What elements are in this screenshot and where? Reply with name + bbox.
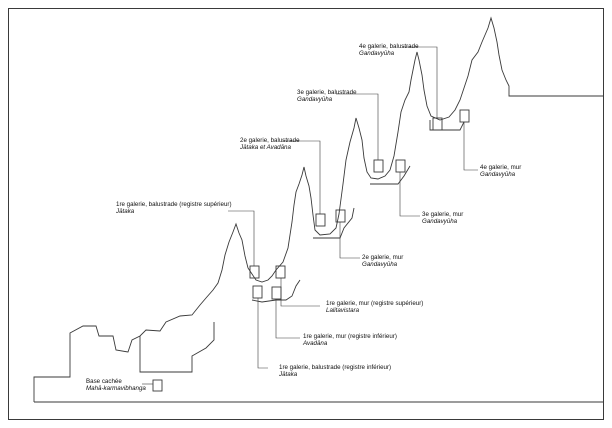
leader-g2-mur <box>339 222 360 259</box>
label-g4-mur: 4e galerie, mur Gandavyūha <box>480 164 521 179</box>
leader-g4-balustrade <box>402 46 438 118</box>
marker-g3-balustrade <box>373 159 384 173</box>
label-g1-mur-inf-name: 1re galerie, mur (registre inférieur) <box>303 333 397 340</box>
marker-g2-balustrade <box>315 213 326 227</box>
marker-g2-mur <box>335 209 346 223</box>
label-base-sub: Mahā-karmavibhanga <box>86 385 146 393</box>
label-g1-balustrade-inf-sub: Jātaka <box>279 371 298 379</box>
label-g3-balustrade: 3e galerie, balustrade Gandavyūha <box>297 89 357 104</box>
marker-g1-balustrade-inf <box>252 285 263 299</box>
label-g1-balustrade-sup-name: 1re galerie, balustrade (registre supéri… <box>116 201 232 208</box>
leader-g3-mur <box>399 172 420 217</box>
label-g4-balustrade: 4e galerie, balustrade Gandavyūha <box>359 43 419 58</box>
label-g2-mur: 2e galerie, mur Gandavyūha <box>362 254 403 269</box>
label-g1-mur-inf-sub: Avadāna <box>303 340 328 348</box>
label-g1-mur-sup: 1re galerie, mur (registre supérieur) La… <box>326 300 423 315</box>
marker-g1-balustrade-sup <box>249 265 260 279</box>
marker-g4-balustrade <box>432 117 443 131</box>
marker-g4-mur <box>459 109 470 123</box>
label-g4-balustrade-name: 4e galerie, balustrade <box>359 43 419 50</box>
label-g3-balustrade-name: 3e galerie, balustrade <box>297 89 357 96</box>
marker-g1-mur-inf <box>271 286 282 300</box>
leader-g1-balustrade-sup <box>228 210 255 266</box>
leader-g1-mur-inf <box>275 299 300 339</box>
temple-profile <box>33 16 604 402</box>
label-g3-mur-sub: Gandavyūha <box>422 218 458 226</box>
label-g4-mur-sub: Gandavyūha <box>480 171 516 179</box>
marker-g3-mur <box>395 159 406 173</box>
label-base: Base cachée Mahā-karmavibhanga <box>86 378 146 393</box>
label-g2-mur-sub: Gandavyūha <box>362 261 398 269</box>
marker-base <box>152 379 163 392</box>
label-g1-balustrade-inf: 1re galerie, balustrade (registre inféri… <box>279 364 391 379</box>
temple-ledge-5 <box>429 120 465 131</box>
label-g3-mur: 3e galerie, mur Gandavyūha <box>422 211 463 226</box>
marker-g1-mur-sup <box>275 265 286 279</box>
leader-g4-mur <box>463 122 478 171</box>
leader-g1-balustrade-inf <box>257 298 268 369</box>
label-g2-mur-name: 2e galerie, mur <box>362 254 404 261</box>
label-g1-balustrade-sup: 1re galerie, balustrade (registre supéri… <box>116 201 232 216</box>
leader-g2-balustrade <box>282 140 321 214</box>
label-g2-balustrade-name: 2e galerie, balustrade <box>240 137 300 144</box>
label-g2-balustrade: 2e galerie, balustrade Jātaka et Avadāna <box>240 137 300 152</box>
label-g4-balustrade-sub: Gandavyūha <box>359 50 395 58</box>
temple-ledge-1 <box>139 322 215 373</box>
label-g1-mur-sup-sub: Lalitavistara <box>326 307 360 315</box>
temple-ledge-3 <box>313 207 355 239</box>
label-g1-mur-inf: 1re galerie, mur (registre inférieur) Av… <box>303 333 397 348</box>
label-g3-balustrade-sub: Gandavyūha <box>297 96 333 104</box>
leader-g3-balustrade <box>336 93 379 160</box>
label-g3-mur-name: 3e galerie, mur <box>422 211 464 218</box>
label-base-name: Base cachée <box>86 378 122 385</box>
label-g2-balustrade-sub: Jātaka et Avadāna <box>240 144 291 152</box>
label-g1-balustrade-sup-sub: Jātaka <box>116 208 135 216</box>
label-g1-mur-sup-name: 1re galerie, mur (registre supérieur) <box>326 300 424 307</box>
diagram-frame <box>8 8 604 420</box>
temple-ledge-2 <box>251 279 301 303</box>
label-g1-balustrade-inf-name: 1re galerie, balustrade (registre inféri… <box>279 364 392 371</box>
temple-ledge-4 <box>370 165 411 185</box>
leader-g1-mur-sup <box>280 278 320 307</box>
label-g4-mur-name: 4e galerie, mur <box>480 164 522 171</box>
